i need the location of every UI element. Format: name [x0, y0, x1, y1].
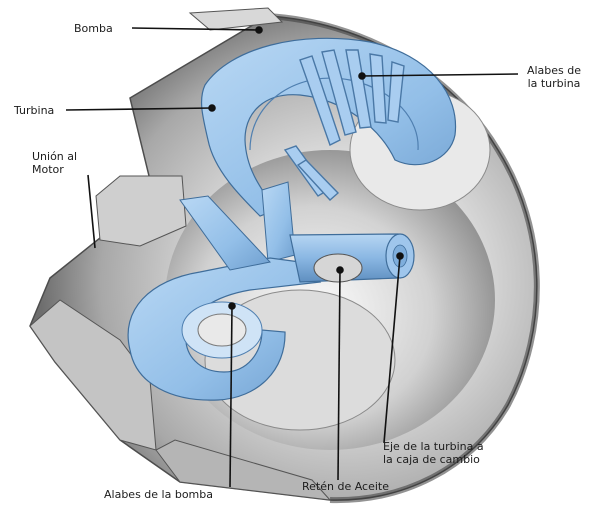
label-eje-line2: la caja de cambio — [383, 453, 484, 466]
label-alabes-bomba: Alabes de la bomba — [104, 488, 213, 501]
output-shaft — [290, 234, 414, 282]
label-alabes-turbina-line2: la turbina — [514, 77, 594, 90]
label-eje-line1: Eje de la turbina a — [383, 440, 484, 453]
label-reten-aceite: Retén de Aceite — [302, 480, 389, 493]
label-alabes-turbina: Alabes de la turbina — [514, 64, 594, 90]
leader-bomba — [132, 28, 258, 30]
label-alabes-turbina-line1: Alabes de — [514, 64, 594, 77]
label-union-motor: Unión al Motor — [32, 150, 77, 176]
label-union-line1: Unión al — [32, 150, 77, 163]
label-union-line2: Motor — [32, 163, 77, 176]
label-bomba: Bomba — [74, 22, 113, 35]
leader-union — [88, 175, 95, 248]
label-eje-turbina: Eje de la turbina a la caja de cambio — [383, 440, 484, 466]
label-turbina: Turbina — [14, 104, 54, 117]
